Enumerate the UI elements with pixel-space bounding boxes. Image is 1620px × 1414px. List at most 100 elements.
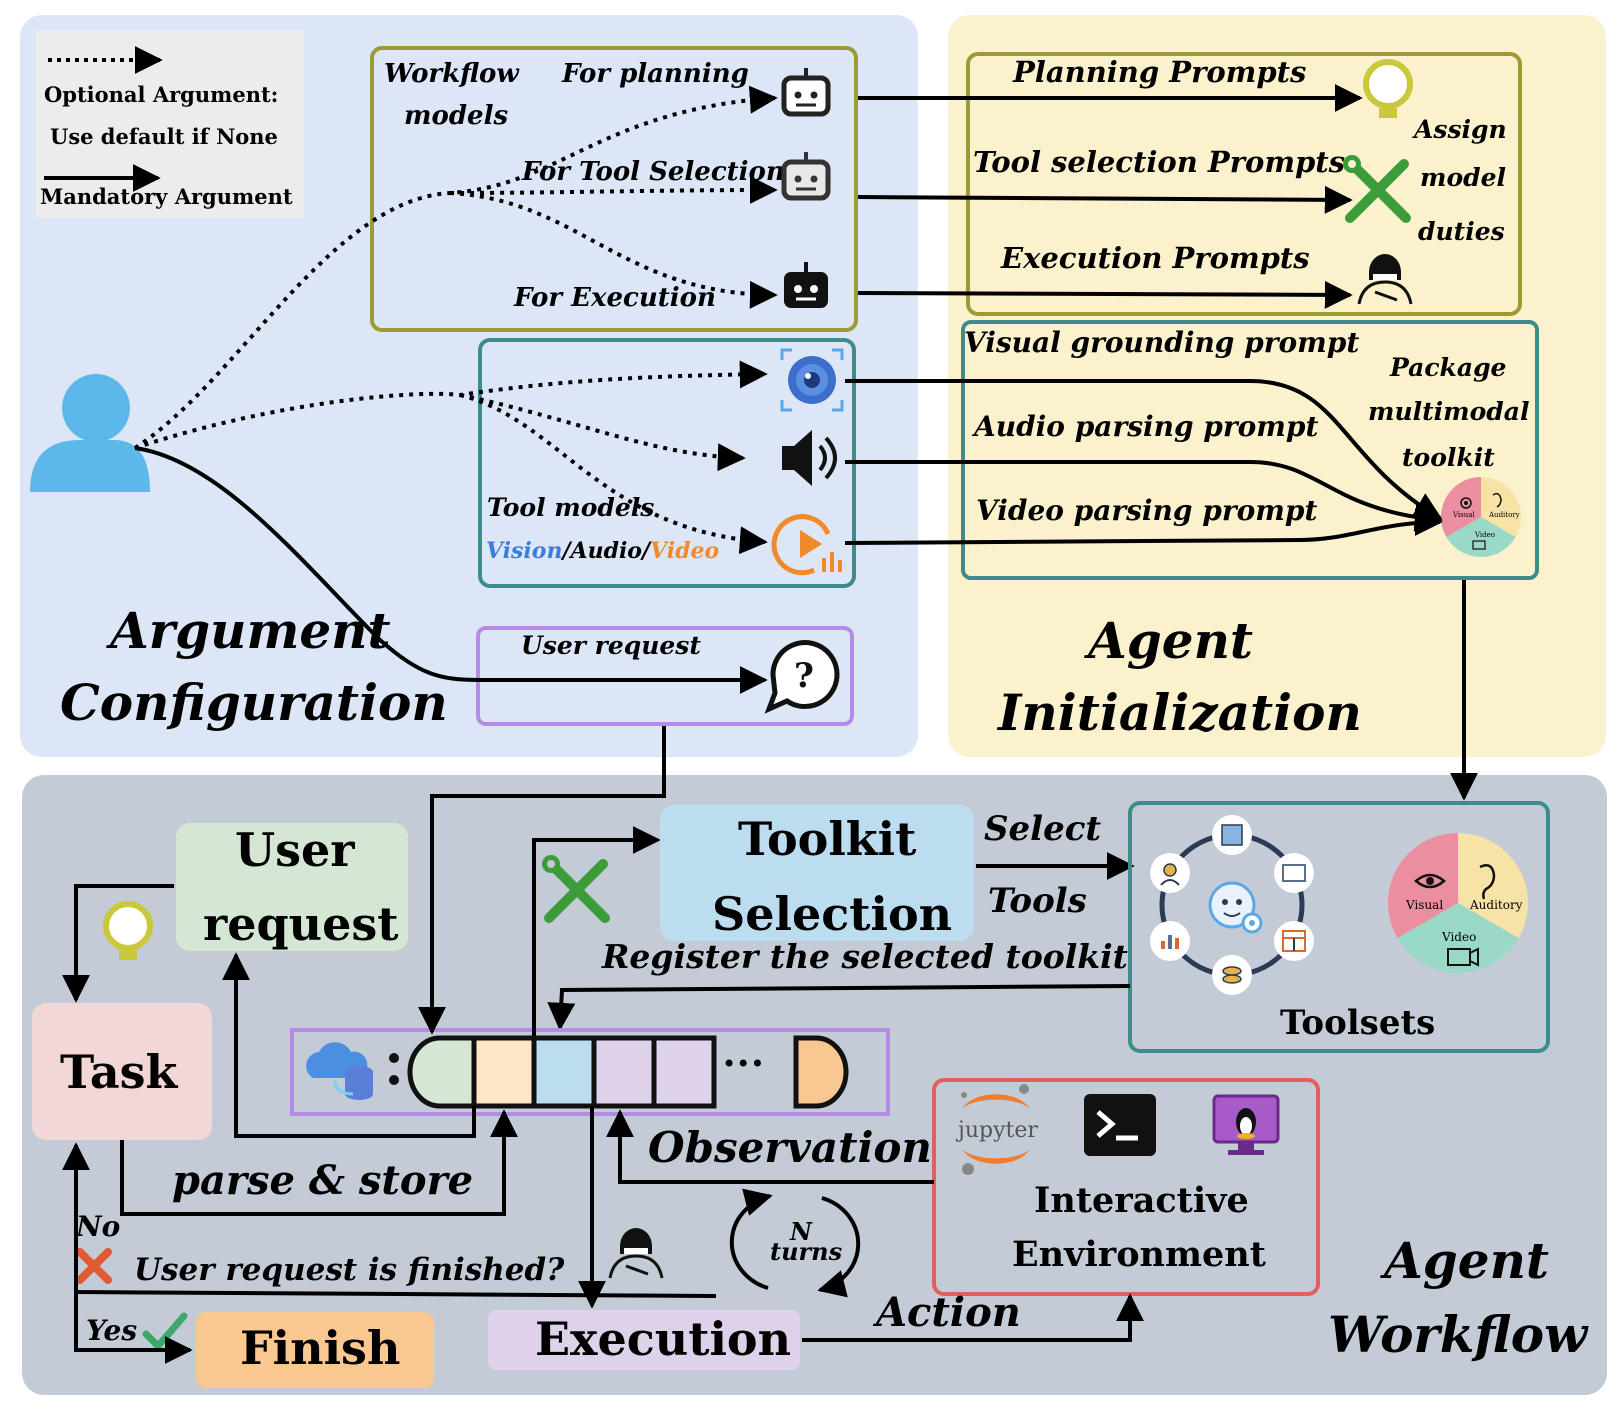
worker-workflow-icon bbox=[608, 1228, 664, 1279]
vision-camera-icon bbox=[780, 348, 844, 412]
audio-parsing-prompt-label: Audio parsing prompt bbox=[971, 410, 1318, 443]
mini-visual-label: Visual bbox=[1452, 511, 1475, 519]
video-play-icon bbox=[771, 514, 842, 576]
assign-label-1: Assign bbox=[1412, 115, 1507, 144]
svg-text:?: ? bbox=[794, 656, 814, 696]
interactive-environment-label-2: Environment bbox=[1012, 1234, 1266, 1275]
n-label: N bbox=[789, 1217, 813, 1246]
package-label-1: Package bbox=[1389, 353, 1506, 382]
action-label: Action bbox=[872, 1289, 1021, 1336]
no-label: No bbox=[75, 1210, 120, 1243]
workflow-user-request-label-2: request bbox=[203, 897, 399, 951]
memory-slot-end bbox=[793, 1035, 849, 1109]
table-icon bbox=[1274, 921, 1314, 961]
bar-chart-icon bbox=[1150, 921, 1190, 961]
cloud-database-icon bbox=[306, 1042, 373, 1100]
database-icon bbox=[1212, 815, 1252, 855]
mini-video-label: Video bbox=[1474, 531, 1495, 539]
interactive-environment-label-1: Interactive bbox=[1034, 1180, 1249, 1221]
parse-store-label: parse & store bbox=[172, 1157, 473, 1204]
agent-initialization-title-1: Agent bbox=[1084, 611, 1253, 670]
robot-execution-icon bbox=[784, 262, 828, 308]
config-user-request-label: User request bbox=[521, 631, 701, 660]
settings-gear-icon bbox=[1241, 912, 1263, 934]
monitor-chart-icon bbox=[1274, 853, 1314, 893]
argument-configuration-title-1: Argument bbox=[106, 601, 391, 660]
task-label: Task bbox=[60, 1045, 179, 1099]
yes-label: Yes bbox=[86, 1314, 137, 1347]
visual-grounding-prompt-label: Visual grounding prompt bbox=[964, 326, 1359, 359]
tools-label: Tools bbox=[988, 881, 1087, 921]
user-request-mandatory-arrow bbox=[134, 446, 768, 694]
legend-box bbox=[36, 30, 304, 218]
lightbulb-planning-icon bbox=[1363, 59, 1413, 118]
mini-multimodal-pie: Visual Auditory Video bbox=[1441, 477, 1521, 557]
video-parsing-prompt-label: Video parsing prompt bbox=[976, 494, 1317, 527]
video-label: Video bbox=[1441, 930, 1476, 944]
register-toolkit-arrow bbox=[547, 984, 1131, 1031]
package-label-3: toolkit bbox=[1402, 443, 1495, 472]
prompts-box bbox=[966, 52, 1522, 316]
workflow-user-request-label-1: User bbox=[235, 823, 355, 877]
multimodal-pie: Visual Auditory Video bbox=[1388, 833, 1528, 973]
workflow-models-box bbox=[370, 46, 858, 332]
agent-workflow-title-2: Workflow bbox=[1328, 1305, 1589, 1364]
assign-label-2: model bbox=[1420, 163, 1506, 192]
action-arrow bbox=[802, 1293, 1144, 1342]
observation-label: Observation bbox=[648, 1123, 932, 1172]
robot-assistant-icon bbox=[1208, 881, 1256, 929]
coins-stack-icon bbox=[1212, 955, 1252, 995]
tool-audio-label: Audio bbox=[569, 538, 642, 564]
cross-icon bbox=[76, 1248, 112, 1284]
visual-label: Visual bbox=[1405, 898, 1443, 912]
toolkit-selection-label-2: Selection bbox=[712, 887, 952, 941]
config-user-request-box bbox=[476, 626, 854, 726]
for-planning-label: For planning bbox=[561, 59, 749, 89]
workflow-flow-arrows bbox=[62, 726, 717, 1364]
planning-prompts-label: Planning Prompts bbox=[1012, 55, 1306, 89]
workflow-user-request-box bbox=[176, 823, 408, 951]
workflow-to-prompts-arrows bbox=[857, 84, 1363, 309]
tools-workflow-icon bbox=[542, 855, 610, 923]
lightbulb-task-icon bbox=[103, 901, 153, 960]
memory-slot-task bbox=[471, 1035, 537, 1109]
memory-slot-toolkit bbox=[531, 1035, 597, 1109]
jupyter-logo-icon: jupyter bbox=[955, 1084, 1038, 1175]
agent-initialization-panel bbox=[948, 15, 1606, 757]
legend-optional-sub: Use default if None bbox=[50, 124, 278, 149]
worker-execution-icon bbox=[1357, 254, 1413, 305]
toolsets-label: Toolsets bbox=[1280, 1003, 1435, 1043]
legend-mandatory-label: Mandatory Argument bbox=[40, 184, 293, 209]
tool-models-types: Vision/Audio/Video bbox=[486, 538, 719, 564]
ear-icon bbox=[1479, 864, 1496, 900]
agent-initialization-title-2: Initialization bbox=[996, 683, 1362, 742]
speaker-icon bbox=[782, 430, 837, 486]
video-camera-icon bbox=[1447, 947, 1479, 967]
tool-ring bbox=[1150, 815, 1314, 995]
toolkit-selection-box bbox=[660, 805, 974, 941]
multimodal-prompts-box bbox=[961, 320, 1539, 580]
n-turns-cycle: N turns bbox=[729, 1188, 861, 1298]
robot-planning-icon bbox=[781, 68, 831, 117]
linux-desktop-icon bbox=[1212, 1094, 1280, 1155]
workflow-models-label-2: models bbox=[404, 101, 508, 131]
user-avatar-icon bbox=[30, 374, 150, 492]
assign-label-3: duties bbox=[1418, 217, 1505, 246]
memory-colon-dot-top bbox=[389, 1053, 399, 1063]
auditory-label: Auditory bbox=[1469, 898, 1523, 912]
check-icon bbox=[142, 1312, 188, 1352]
workflow-models-label-1: Workflow bbox=[384, 59, 520, 89]
memory-slot-user-request bbox=[407, 1035, 477, 1109]
memory-queue: ••• bbox=[407, 1035, 849, 1109]
person-analytics-icon bbox=[1150, 853, 1190, 893]
robot-tool-selection-icon bbox=[781, 152, 831, 201]
register-toolkit-label: Register the selected toolkit bbox=[601, 937, 1128, 976]
tool-selection-prompts-label: Tool selection Prompts bbox=[973, 145, 1345, 179]
tool-slash-1: / bbox=[560, 538, 572, 564]
jupyter-label: jupyter bbox=[955, 1118, 1038, 1143]
turns-label: turns bbox=[770, 1237, 843, 1266]
for-execution-label: For Execution bbox=[513, 283, 716, 313]
optional-argument-arrows bbox=[133, 85, 778, 555]
argument-configuration-title-2: Configuration bbox=[60, 673, 448, 732]
